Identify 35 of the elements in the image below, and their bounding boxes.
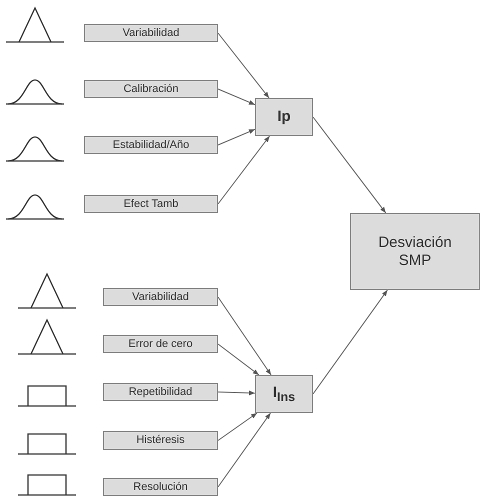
factor-box [103, 383, 218, 401]
node-label: Ip [277, 108, 291, 126]
arrow [218, 296, 272, 376]
arrow [218, 344, 260, 376]
node-label: Error de cero [128, 338, 193, 350]
arrow [218, 412, 258, 441]
arrow [218, 136, 270, 204]
arrow [312, 290, 388, 394]
sum-box [255, 375, 313, 413]
arrow [218, 88, 256, 106]
factor-box [103, 478, 218, 496]
node-label: Variabilidad [132, 290, 189, 304]
arrow [218, 412, 272, 488]
factor-box [84, 24, 218, 42]
node-label: Repetibilidad [128, 386, 192, 398]
factor-box [84, 195, 218, 213]
arrow [312, 116, 386, 214]
node-label: I$_{Ins}$ [272, 384, 296, 404]
node-label: Histéresis [136, 434, 185, 447]
arrow [218, 390, 256, 396]
sum-box [255, 98, 313, 136]
result-box [350, 213, 480, 290]
node-label: Variabilidad [122, 26, 180, 40]
factor-box [103, 431, 218, 450]
node-label: Desviación SMP [377, 234, 453, 269]
arrow [218, 128, 256, 146]
node-label: Estabilidad/Año [112, 138, 190, 152]
factor-box [84, 136, 218, 154]
node-label: Resolución [133, 480, 188, 494]
factor-box [103, 288, 218, 306]
factor-box [84, 80, 218, 98]
node-label: Calibración [123, 82, 179, 96]
arrow [218, 32, 270, 98]
factor-box [103, 335, 218, 353]
node-label: Efect Tamb [124, 198, 178, 210]
